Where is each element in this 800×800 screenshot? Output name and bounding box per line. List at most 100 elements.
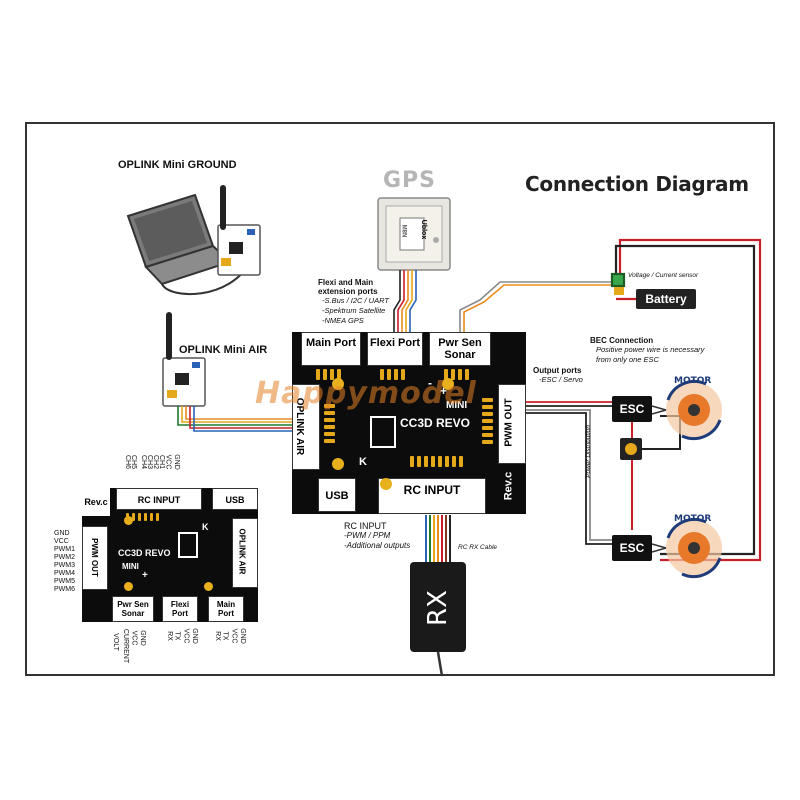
rc-rx-wires [425,515,451,565]
output-ports-note: Output ports -ESC / Servo [533,366,583,385]
pwr-sen-port: Pwr Sen Sonar [429,332,491,366]
pin-label: PWM6 [54,586,75,593]
board-minus-marker: - [428,376,432,390]
pin-label: PWM5 [54,578,75,585]
power-distribution-label: Power Distribution [584,425,592,478]
oplink-air-module [162,312,206,407]
power-distribution-board [620,415,681,530]
flexi-port-pins [380,369,405,380]
oplink-air-port: OPLINK AIR [292,384,320,470]
pinout-rc-input: RC INPUT [116,488,202,510]
mount-hole-icon [204,582,213,591]
flexi-main-note-title1: Flexi and Main [318,278,374,287]
pinout-oplink-air: OPLINK AIR [232,518,258,588]
pinout-main-pin-labels: RX TX VCC GND [212,626,246,656]
main-port: Main Port [301,332,361,366]
pinout-main: Main Port [208,596,244,622]
watermark: Happymodel [255,376,477,411]
pin-label: PWM2 [54,554,75,561]
board-plus-marker: + [440,384,448,398]
pwm-esc-wires [525,401,612,545]
pinout-rc-pins [126,513,159,521]
rc-rx-cable-label: RC RX Cable [458,544,498,551]
gps-module [377,197,451,271]
gps-label: GPS [383,168,437,193]
flexi-main-note-item: -NMEA GPS [322,316,364,325]
flexi-port-label: Flexi Port [369,337,421,349]
gps-chip-code: M8N [400,224,407,238]
bec-note-line2: from only one ESC [596,355,659,364]
flexi-main-note-item: -Spektrum Satellite [322,306,386,315]
pinout-pwr-sen-label: Pwr Sen Sonar [117,600,149,618]
pin-label: VCC [54,538,69,545]
pinout-board-mini: MINI [122,562,139,571]
usb-port-label: USB [325,490,349,502]
pin-label: PWM3 [54,562,75,569]
pinout-plus-marker: + [142,570,148,581]
mcu-chip-icon [370,416,396,448]
flexi-port: Flexi Port [367,332,423,366]
board-k-marker: K [359,456,367,468]
pin-label: VOLT [111,633,119,651]
flexi-main-note: Flexi and Main extension ports -S.Bus / … [318,278,389,326]
oplink-ground-module [217,185,261,276]
pwr-sen-pins [444,369,469,380]
pin-label: VCC [130,630,138,646]
pin-label: CURRENT [122,628,130,664]
pinout-flexi: Flexi Port [162,596,198,622]
motor-bottom-label: MOTOR [674,514,712,524]
rx-label: RX [422,590,453,626]
pin-label: PWM4 [54,570,75,577]
pin-label: VCC [230,628,238,644]
pinout-usb: USB [212,488,258,510]
board-mini: MINI [446,400,468,411]
main-board: Main Port Flexi Port Pwr Sen Sonar OPLIN… [292,332,526,514]
flexi-main-note-item: -S.Bus / I2C / UART [322,296,389,305]
pinout-pwm-out-label: PWM OUT [89,538,99,577]
rc-input-note: RC INPUT -PWM / PPM -Additional outputs [344,521,410,551]
mount-hole-icon [332,458,344,470]
pinout-flexi-label: Flexi Port [170,600,190,618]
pinout-main-label: Main Port [216,600,236,618]
pinout-rev-box: Rev.c [82,488,110,516]
motor-top [651,379,722,441]
usb-port: USB [318,478,356,512]
battery: Battery [636,289,696,309]
rc-input-port-label: RC INPUT [403,483,461,497]
pinout-pwm-out: PWM OUT [82,526,108,590]
pinout-pwr-sen: Pwr Sen Sonar [112,596,154,622]
pwm-out-pins [482,398,493,444]
mount-hole-icon [124,582,133,591]
rx-unit [410,562,466,677]
board-name: CC3D REVO [400,416,471,430]
oplink-air-wires [177,406,300,432]
pin-label: GND [190,628,198,644]
pin-label: GND [172,454,180,470]
pin-label: GND [138,630,146,646]
pinout-rc-input-label: RC INPUT [137,495,181,505]
pinout-usb-label: USB [225,495,245,505]
output-ports-note-title: Output ports [533,366,582,375]
pinout-oplink-air-label: OPLINK AIR [237,528,247,575]
pwr-sen-port-label: Pwr Sen Sonar [438,337,482,361]
oplink-air-pins [324,404,335,443]
pin-label: GND [54,530,70,537]
pinout-pwm-pin-labels: GND VCC PWM1 PWM2 PWM3 PWM4 PWM5 PWM6 [54,530,75,594]
pwm-out-port: PWM OUT [498,384,526,464]
oplink-air-label: OPLINK Mini AIR [179,344,268,356]
rev-label: Rev.c [502,471,515,501]
pinout-flexi-pin-labels: RX TX VCC GND [164,626,198,656]
esc-bottom: ESC [612,535,652,561]
main-port-label: Main Port [305,337,357,349]
pinout-chip-icon [178,532,198,558]
esc-top: ESC [612,396,652,422]
gps-chip-text: Ublox [420,219,428,240]
mount-hole-icon [442,378,454,390]
mount-hole-icon [332,378,344,390]
pin-label: VCC [182,628,190,644]
pinout-k-marker: K [202,522,209,532]
main-port-pins [316,369,341,380]
motor-top-label: MOTOR [674,376,712,386]
pinout-pwr-pin-labels: VOLT CURRENT VCC GND [112,626,152,666]
pin-label: PWM1 [54,546,75,553]
